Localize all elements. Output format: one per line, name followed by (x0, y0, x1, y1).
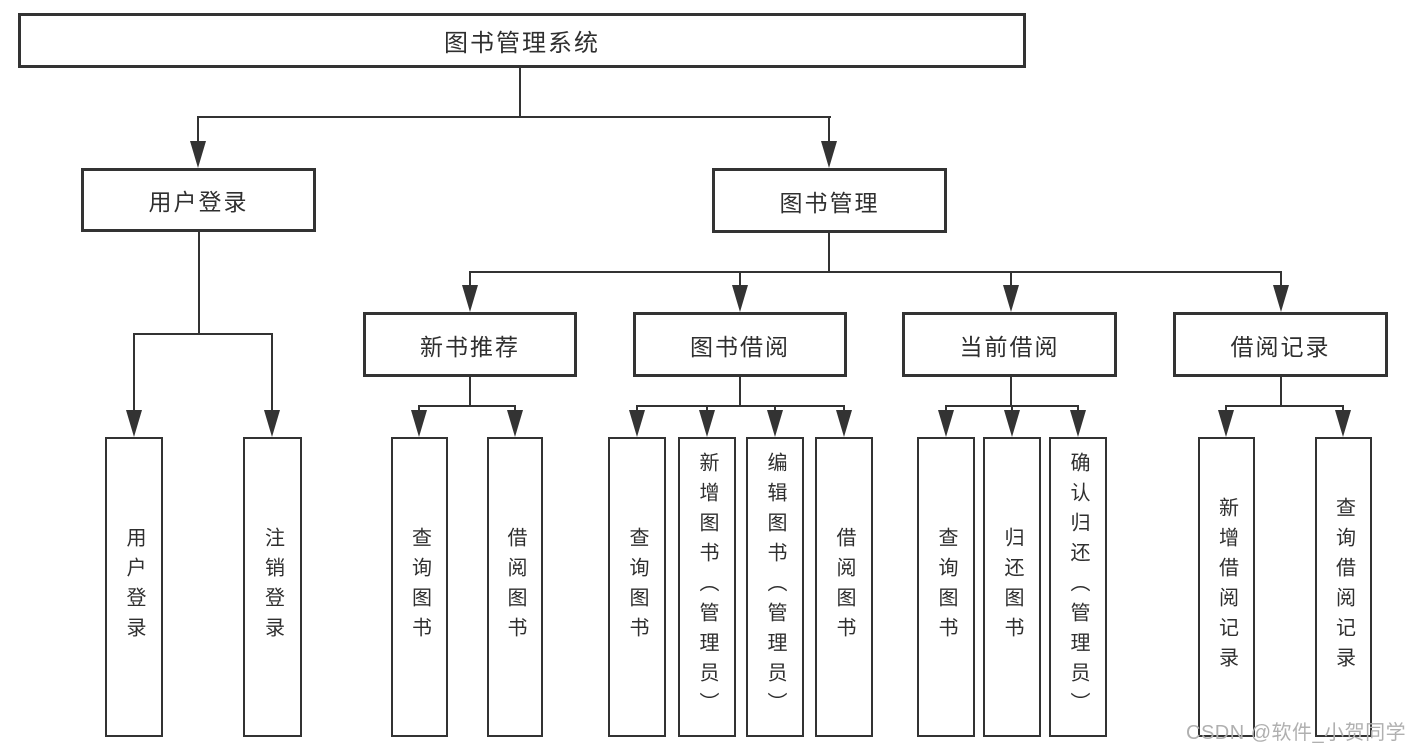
leaf-currentborrow-return-label: 归还图书 (1001, 527, 1023, 647)
arrowhead-user-login (190, 141, 206, 168)
node-root-label: 图书管理系统 (444, 30, 600, 57)
connector-drop-leaf-logout (271, 333, 273, 413)
connector-user-login-hline (133, 333, 273, 335)
arrowhead-bb-add (699, 410, 715, 437)
arrowhead-nb-borrow (507, 410, 523, 437)
connector-drop-current-borrow (1010, 271, 1012, 291)
arrowhead-cb-query (938, 410, 954, 437)
leaf-bookborrow-edit-admin: 编辑图书（管理员） (746, 437, 804, 737)
connector-level2-hline (469, 271, 1281, 273)
node-root-library-system: 图书管理系统 (18, 13, 1026, 68)
connector-user-login-stem (198, 232, 200, 334)
connector-borrow-records-stem (1280, 377, 1282, 407)
leaf-bookborrow-query-label: 查询图书 (626, 527, 648, 647)
arrowhead-nb-query (411, 410, 427, 437)
leaf-bookborrow-add-admin-label: 新增图书（管理员） (696, 452, 718, 722)
leaf-bookborrow-borrow: 借阅图书 (815, 437, 873, 737)
arrowhead-cb-return (1004, 410, 1020, 437)
node-new-books: 新书推荐 (363, 312, 577, 377)
arrowhead-br-add (1218, 410, 1234, 437)
leaf-currentborrow-return: 归还图书 (983, 437, 1041, 737)
node-book-management-label: 图书管理 (779, 189, 880, 216)
connector-new-books-stem (469, 377, 471, 407)
node-borrow-records: 借阅记录 (1173, 312, 1388, 377)
leaf-records-query: 查询借阅记录 (1315, 437, 1372, 737)
leaf-newbooks-borrow: 借阅图书 (487, 437, 543, 737)
connector-drop-book-mgmt (828, 116, 830, 146)
arrowhead-book-mgmt (821, 141, 837, 168)
connector-drop-user-login (197, 116, 199, 146)
leaf-bookborrow-query: 查询图书 (608, 437, 666, 737)
node-book-management: 图书管理 (712, 168, 947, 233)
leaf-currentborrow-confirm-admin: 确认归还（管理员） (1049, 437, 1107, 737)
node-current-borrow: 当前借阅 (902, 312, 1117, 377)
connector-book-borrow-stem (739, 377, 741, 407)
connector-root-stem (519, 68, 521, 118)
node-borrow-records-label: 借阅记录 (1230, 333, 1331, 360)
csdn-watermark: CSDN @软件_小贺同学 (1186, 722, 1405, 744)
leaf-user-login: 用户登录 (105, 437, 163, 737)
leaf-currentborrow-confirm-admin-label: 确认归还（管理员） (1067, 452, 1089, 722)
connector-level1-hline (197, 116, 831, 118)
leaf-logout: 注销登录 (243, 437, 302, 737)
leaf-bookborrow-add-admin: 新增图书（管理员） (678, 437, 736, 737)
leaf-records-add-label: 新增借阅记录 (1215, 497, 1238, 677)
connector-book-mgmt-stem (828, 233, 830, 273)
node-new-books-label: 新书推荐 (420, 333, 520, 360)
node-book-borrow: 图书借阅 (633, 312, 847, 377)
arrowhead-leaf-user-login (126, 410, 142, 437)
leaf-logout-label: 注销登录 (261, 527, 284, 647)
leaf-newbooks-query-label: 查询图书 (408, 527, 431, 647)
connector-book-borrow-hline (636, 405, 845, 407)
arrowhead-borrow-records (1273, 285, 1289, 312)
leaf-records-add: 新增借阅记录 (1198, 437, 1255, 737)
connector-drop-new-books (469, 271, 471, 291)
connector-drop-borrow-records (1280, 271, 1282, 291)
node-current-borrow-label: 当前借阅 (959, 333, 1060, 360)
connector-borrow-records-hline (1225, 405, 1344, 407)
node-book-borrow-label: 图书借阅 (690, 333, 790, 360)
leaf-bookborrow-borrow-label: 借阅图书 (833, 527, 855, 647)
leaf-records-query-label: 查询借阅记录 (1332, 497, 1355, 677)
node-user-login-label: 用户登录 (148, 189, 249, 215)
leaf-newbooks-borrow-label: 借阅图书 (504, 527, 526, 647)
arrowhead-new-books (462, 285, 478, 312)
connector-drop-leaf-user-login (133, 333, 135, 413)
node-user-login: 用户登录 (81, 168, 316, 232)
arrowhead-cb-confirm (1070, 410, 1086, 437)
arrowhead-bb-edit (767, 410, 783, 437)
leaf-currentborrow-query: 查询图书 (917, 437, 975, 737)
connector-drop-book-borrow (739, 271, 741, 291)
arrowhead-book-borrow (732, 285, 748, 312)
leaf-newbooks-query: 查询图书 (391, 437, 448, 737)
leaf-bookborrow-edit-admin-label: 编辑图书（管理员） (764, 452, 786, 722)
arrowhead-bb-query (629, 410, 645, 437)
arrowhead-br-query (1335, 410, 1351, 437)
connector-new-books-hline (418, 405, 516, 407)
arrowhead-bb-borrow (836, 410, 852, 437)
arrowhead-current-borrow (1003, 285, 1019, 312)
arrowhead-leaf-logout (264, 410, 280, 437)
leaf-user-login-label: 用户登录 (123, 527, 145, 647)
leaf-currentborrow-query-label: 查询图书 (935, 527, 957, 647)
connector-current-borrow-stem (1010, 377, 1012, 407)
